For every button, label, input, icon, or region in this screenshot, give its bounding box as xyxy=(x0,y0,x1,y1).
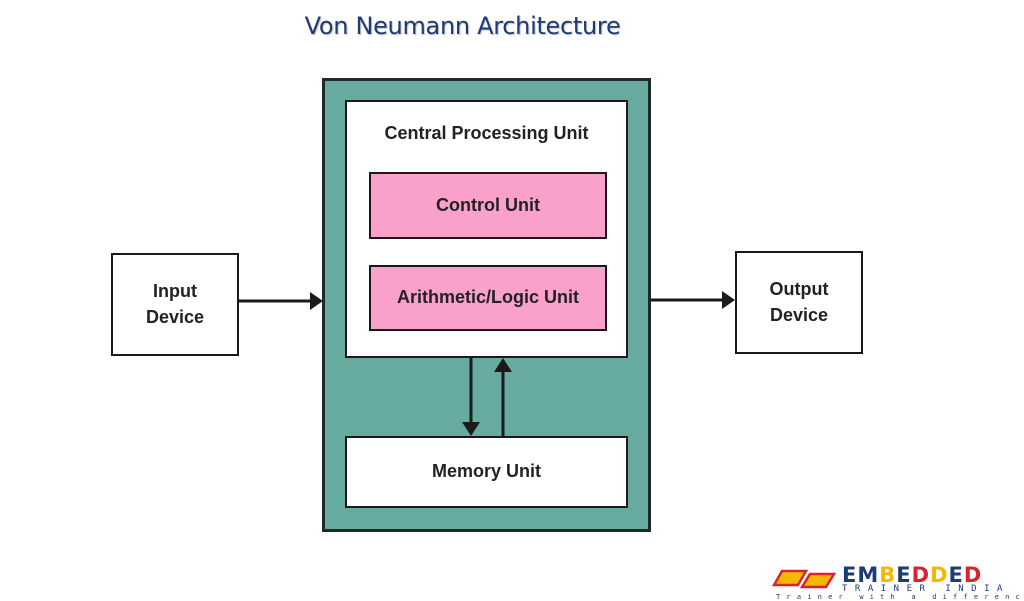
control-unit-label: Control Unit xyxy=(436,194,540,215)
memory-unit-box: Memory Unit xyxy=(345,436,628,508)
arrow-cpu-to-output xyxy=(651,291,735,309)
arrow-memory-to-cpu xyxy=(494,358,512,436)
input-device-label-line1: Input xyxy=(153,281,197,302)
page-title: Von Neumann Architecture xyxy=(304,12,621,40)
output-device-label-line2: Device xyxy=(769,304,829,325)
logo-letter: M xyxy=(857,563,880,587)
input-device-box: Input Device xyxy=(111,253,239,356)
cpu-label: Central Processing Unit xyxy=(384,123,589,143)
output-device-box: Output Device xyxy=(735,251,863,354)
logo-wordmark: EMBEDDED xyxy=(842,565,982,586)
logo-letter: D xyxy=(963,563,983,587)
logo-letter: E xyxy=(896,563,912,587)
logo-letter: D xyxy=(911,563,931,587)
logo-icon xyxy=(772,569,837,589)
control-unit-box: Control Unit xyxy=(369,172,607,239)
memory-unit-label: Memory Unit xyxy=(431,461,541,482)
arrow-cpu-to-memory xyxy=(462,358,480,436)
output-device-label-line1: Output xyxy=(769,279,829,300)
alu-label: Arithmetic/Logic Unit xyxy=(396,287,579,308)
alu-box: Arithmetic/Logic Unit xyxy=(369,265,607,331)
input-device-label-line2: Device xyxy=(145,306,205,327)
logo-letter: E xyxy=(948,563,964,587)
logo-letter: B xyxy=(879,563,897,587)
logo-letter: E xyxy=(842,563,858,587)
logo-tagline: Trainer with a difference xyxy=(776,593,1024,601)
arrow-input-to-cpu xyxy=(239,292,323,310)
logo-subtitle: TRAINER INDIA xyxy=(842,584,1010,594)
logo-letter: D xyxy=(930,563,949,587)
